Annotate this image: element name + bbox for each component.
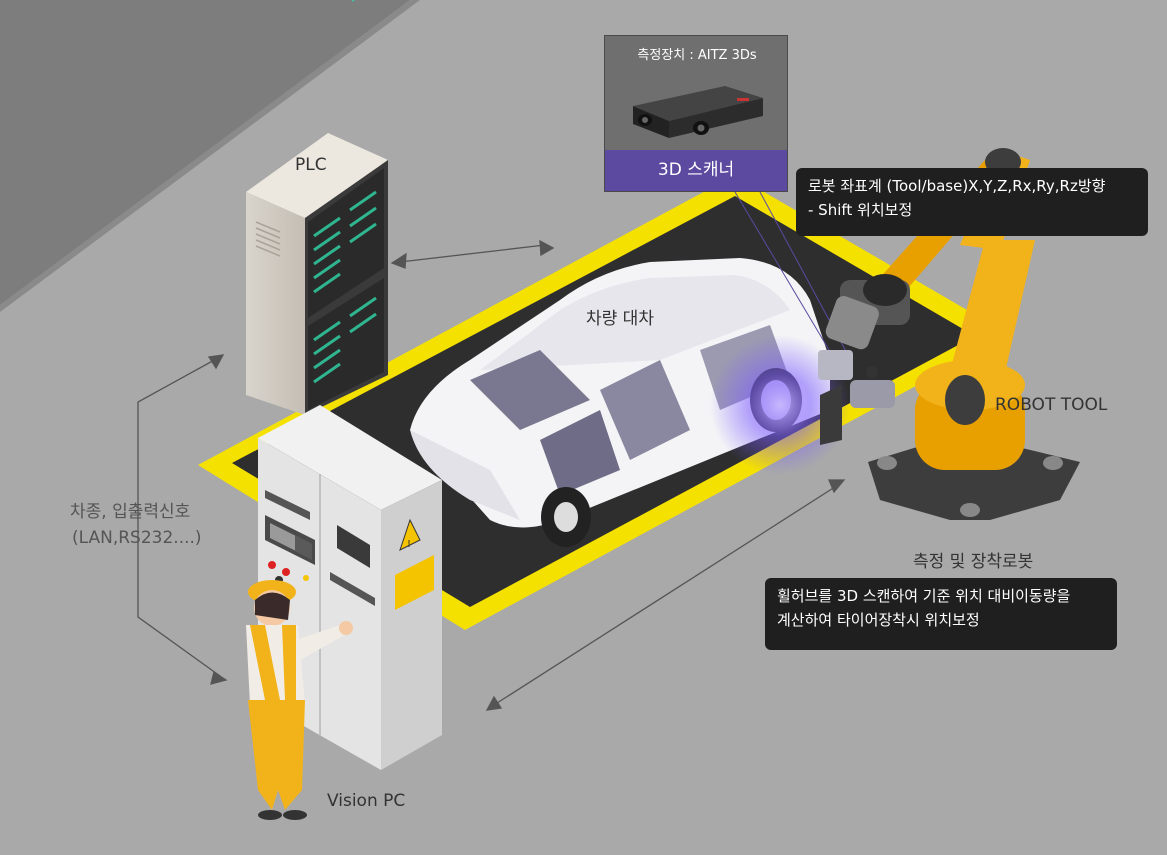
wheel-scan-callout: 휠허브를 3D 스캔하여 기준 위치 대비이동량을 계산하여 타이어장착시 위치… <box>765 578 1117 650</box>
measuring-robot-label: 측정 및 장착로봇 <box>913 552 1034 572</box>
connection-arrows <box>137 239 846 711</box>
wall-floor-edge <box>0 0 420 312</box>
wheel-scan-line2: 계산하여 타이어장착시 위치보정 <box>777 611 980 629</box>
plc-cabinet <box>246 0 388 415</box>
robot-tool-label: ROBOT TOOL <box>995 395 1108 415</box>
scanner-device-icon <box>633 86 763 138</box>
vehicle-cart-label: 차량 대차 <box>586 309 654 329</box>
plc-label: PLC <box>295 155 327 175</box>
signal-label-line2: (LAN,RS232....) <box>72 528 202 548</box>
robot-coordinate-callout: 로봇 좌표계 (Tool/base)X,Y,Z,Rx,Ry,Rz방향 - Shi… <box>796 168 1148 236</box>
wheel-scan-line1: 휠허브를 3D 스캔하여 기준 위치 대비이동량을 <box>777 587 1071 605</box>
scan-glow <box>710 335 850 475</box>
scanner-band-label: 3D 스캐너 <box>605 150 787 191</box>
signal-label-line1: 차종, 입출력신호 <box>70 502 191 522</box>
worker <box>246 580 353 820</box>
scanner-title: 측정장치 : AITZ 3Ds <box>637 48 757 63</box>
scanner-card: 측정장치 : AITZ 3Ds 3D 스캐너 <box>604 35 788 192</box>
robot-coordinate-line1: 로봇 좌표계 (Tool/base)X,Y,Z,Rx,Ry,Rz방향 <box>808 177 1106 195</box>
robot-coordinate-line2: - Shift 위치보정 <box>808 201 913 219</box>
vision-pc-label: Vision PC <box>327 791 406 811</box>
svg-text:!: ! <box>407 539 411 550</box>
